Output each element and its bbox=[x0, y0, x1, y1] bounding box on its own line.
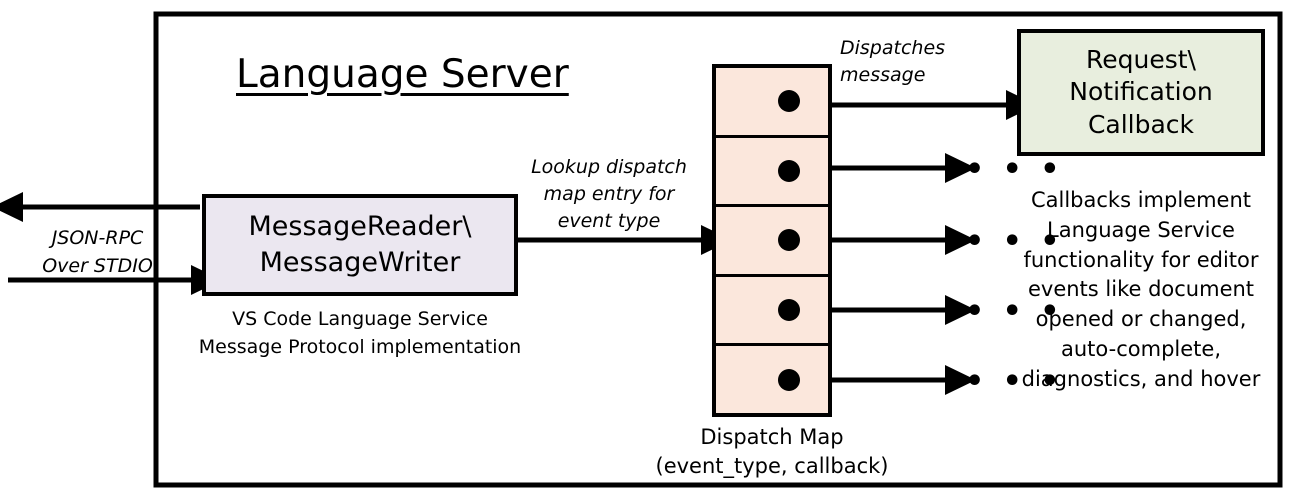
callback-pointer-dot bbox=[778, 159, 800, 182]
table-row[interactable] bbox=[716, 207, 828, 277]
callback-pointer-dot bbox=[778, 368, 800, 391]
message-reader-writer-caption: VS Code Language Service Message Protoco… bbox=[198, 308, 522, 358]
dispatches-message-label: Dispatches message bbox=[840, 37, 946, 86]
request-notification-callback-box[interactable]: Request\ Notification Callback bbox=[1017, 29, 1265, 156]
callback-pointer-dot bbox=[778, 90, 800, 113]
table-row[interactable] bbox=[716, 346, 828, 413]
callback-pointer-dot bbox=[778, 299, 800, 322]
ellipsis-row-4: • • • bbox=[965, 294, 1064, 329]
lookup-dispatch-label: Lookup dispatch map entry for event type bbox=[531, 156, 687, 232]
page-title: Language Server bbox=[236, 52, 569, 97]
callbacks-description-caption: Callbacks implement Language Service fun… bbox=[1021, 188, 1261, 391]
dispatch-map-table[interactable] bbox=[712, 64, 832, 417]
dispatch-map-caption: Dispatch Map (event_type, callback) bbox=[655, 425, 889, 479]
callback-pointer-dot bbox=[778, 229, 800, 252]
ellipsis-row-2: • • • bbox=[965, 152, 1064, 187]
ellipsis-row-5: • • • bbox=[965, 364, 1064, 399]
table-row[interactable] bbox=[716, 277, 828, 347]
table-row[interactable] bbox=[716, 68, 828, 138]
table-row[interactable] bbox=[716, 138, 828, 208]
language-server-boundary bbox=[153, 11, 1283, 488]
jsonrpc-transport-label: JSON-RPC Over STDIO bbox=[42, 227, 153, 277]
ellipsis-row-3: • • • bbox=[965, 224, 1064, 259]
request-notification-callback-label: Request\ Notification Callback bbox=[1069, 44, 1213, 139]
message-reader-writer-box[interactable]: MessageReader\ MessageWriter bbox=[202, 194, 518, 296]
message-reader-writer-label: MessageReader\ MessageWriter bbox=[248, 211, 472, 278]
